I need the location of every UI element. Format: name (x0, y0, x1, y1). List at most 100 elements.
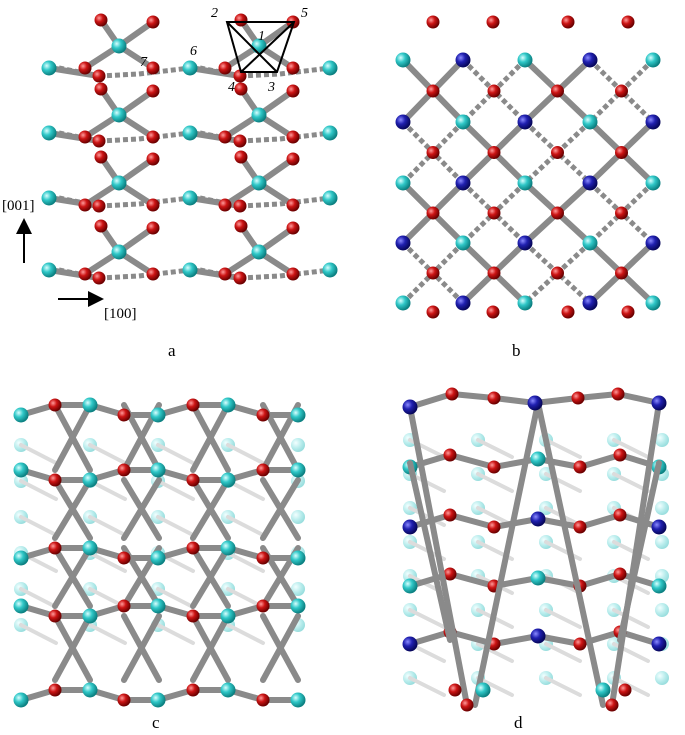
bond (156, 443, 195, 465)
oxygen-atom (117, 551, 131, 565)
oxygen-atom (551, 266, 564, 280)
blue-cation-atom (582, 295, 598, 311)
cyan-cation-atom (182, 190, 198, 206)
bond (88, 551, 127, 573)
cyan-cation-atom (517, 175, 533, 191)
oxygen-atom (78, 198, 92, 212)
oxygen-atom (48, 609, 62, 623)
oxygen-atom (618, 683, 632, 697)
oxygen-atom (218, 61, 232, 75)
bond (476, 472, 514, 493)
cyan-cation-atom (517, 295, 533, 311)
bond (19, 587, 58, 609)
oxygen-atom (94, 82, 108, 96)
cyan-cation-atom (82, 608, 98, 624)
oxygen-atom (286, 221, 300, 235)
cyan-cation-atom (645, 52, 661, 68)
cyan-cation-atom (111, 175, 127, 191)
oxygen-atom (256, 599, 270, 613)
blue-cation-atom (517, 235, 533, 251)
oxygen-atom (218, 130, 232, 144)
oxygen-atom (286, 61, 300, 75)
oxygen-atom (186, 609, 200, 623)
oxygen-atom (448, 683, 462, 697)
oxygen-atom (443, 448, 457, 462)
cyan-cation-atom (111, 244, 127, 260)
oxygen-atom (615, 84, 628, 98)
bond (190, 545, 231, 609)
atom-label-6: 6 (190, 44, 197, 59)
cyan-cation-atom (82, 472, 98, 488)
bond (19, 515, 58, 537)
bond (577, 452, 623, 470)
hydrogen-bond (58, 195, 100, 209)
cyan-cation-atom (290, 598, 306, 614)
bond (544, 676, 582, 697)
oxygen-atom (233, 271, 247, 285)
bond (612, 608, 650, 629)
oxygen-atom (92, 271, 106, 285)
cyan-cation-atom (455, 235, 471, 251)
cyan-cation-atom (475, 682, 491, 698)
horizontal-axis-label: [100] (104, 306, 137, 322)
bond (88, 515, 127, 537)
bond (156, 587, 195, 609)
oxygen-atom (561, 15, 575, 29)
cyan-cation-atom (517, 52, 533, 68)
hydrogen-bond (98, 201, 140, 209)
bond (447, 452, 497, 470)
cyan-cation-atom (322, 262, 338, 278)
bond (19, 479, 58, 501)
oxygen-atom (561, 305, 575, 319)
oxygen-atom (186, 473, 200, 487)
cyan-cation-atom (41, 262, 57, 278)
hydrogen-bond (138, 65, 191, 77)
oxygen-atom (487, 391, 501, 405)
panel-label-c: c (152, 713, 160, 732)
cyan-cation-atom (530, 451, 546, 467)
panel-label-d: d (514, 713, 523, 732)
bond (407, 460, 453, 643)
cyan-cation-atom (395, 295, 411, 311)
bond (19, 443, 58, 465)
oxygen-atom (256, 551, 270, 565)
bond (476, 642, 514, 663)
oxygen-atom (48, 541, 62, 555)
cyan-cation-atom (13, 407, 29, 423)
cyan-cation-atom (41, 60, 57, 76)
axis-arrows (16, 218, 104, 307)
cyan-cation-atom (150, 692, 166, 708)
ghost-atom (655, 603, 669, 617)
oxygen-atom (94, 13, 108, 27)
oxygen-atom (605, 698, 619, 712)
hydrogen-bond (58, 65, 100, 79)
blue-cation-atom (517, 114, 533, 130)
bond (575, 391, 621, 401)
hydrogen-bond (239, 273, 281, 281)
blue-cation-atom (582, 175, 598, 191)
bond (52, 613, 93, 683)
oxygen-atom (286, 84, 300, 98)
cyan-cation-atom (645, 295, 661, 311)
hydrogen-bond (239, 136, 281, 144)
bond (544, 540, 582, 561)
blue-cation-atom (395, 235, 411, 251)
oxygen-atom (92, 199, 106, 213)
cyan-cation-atom (220, 682, 236, 698)
bond (447, 571, 497, 589)
oxygen-atom (256, 463, 270, 477)
oxygen-atom (487, 266, 501, 280)
cyan-cation-atom (82, 397, 98, 413)
bond (226, 515, 265, 537)
panel-label-a: a (168, 341, 176, 360)
blue-cation-atom (651, 395, 667, 411)
oxygen-atom (487, 84, 501, 98)
atom-label-7: 7 (140, 55, 148, 70)
cyan-cation-atom (251, 244, 267, 260)
hydrogen-bond (98, 136, 140, 144)
oxygen-atom (233, 199, 247, 213)
panel-b (395, 15, 661, 319)
bond (577, 571, 623, 589)
cyan-cation-atom (82, 540, 98, 556)
